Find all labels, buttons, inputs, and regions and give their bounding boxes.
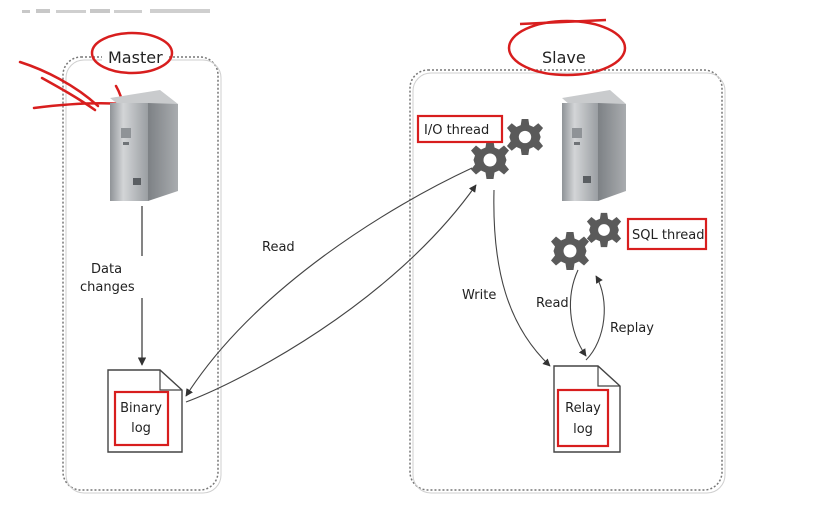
binary-log-highlight	[113, 390, 170, 447]
write-arrow	[493, 189, 551, 367]
io-thread-highlight	[416, 114, 504, 144]
io-thread-label: I/O thread	[424, 123, 489, 138]
master-title: Master	[108, 48, 163, 67]
data-changes-label-line2: changes	[80, 280, 135, 295]
read-relay-arrow	[569, 269, 587, 357]
slave-panel	[409, 69, 723, 491]
replay-arrow	[585, 275, 605, 361]
relay-log-label-line1: Relay	[565, 401, 601, 416]
slave-server-icon	[562, 90, 626, 201]
sql-thread-highlight	[626, 217, 708, 251]
cropped-header-fragment	[22, 9, 210, 13]
sql-thread-gears-icon	[551, 212, 622, 270]
slave-title: Slave	[542, 48, 586, 67]
binary-log-label-line2: log	[131, 421, 151, 436]
relay-log-highlight	[556, 388, 610, 448]
master-server-icon	[110, 90, 178, 201]
master-panel	[62, 56, 219, 491]
binary-log-label-line1: Binary	[120, 401, 162, 416]
relay-log-label-line2: log	[573, 422, 593, 437]
write-label: Write	[462, 288, 496, 303]
read-label-relay: Read	[536, 296, 569, 311]
read-request-arrow	[185, 167, 473, 397]
relay-log-document: Relay log	[553, 365, 621, 453]
read-response-arrow	[185, 184, 477, 403]
master-title-highlight	[90, 31, 174, 75]
data-changes-label-line1: Data	[91, 262, 122, 277]
read-label-master: Read	[262, 240, 295, 255]
replay-label: Replay	[610, 321, 654, 336]
binary-log-document: Binary log	[107, 369, 183, 453]
sql-thread-label: SQL thread	[632, 228, 704, 243]
